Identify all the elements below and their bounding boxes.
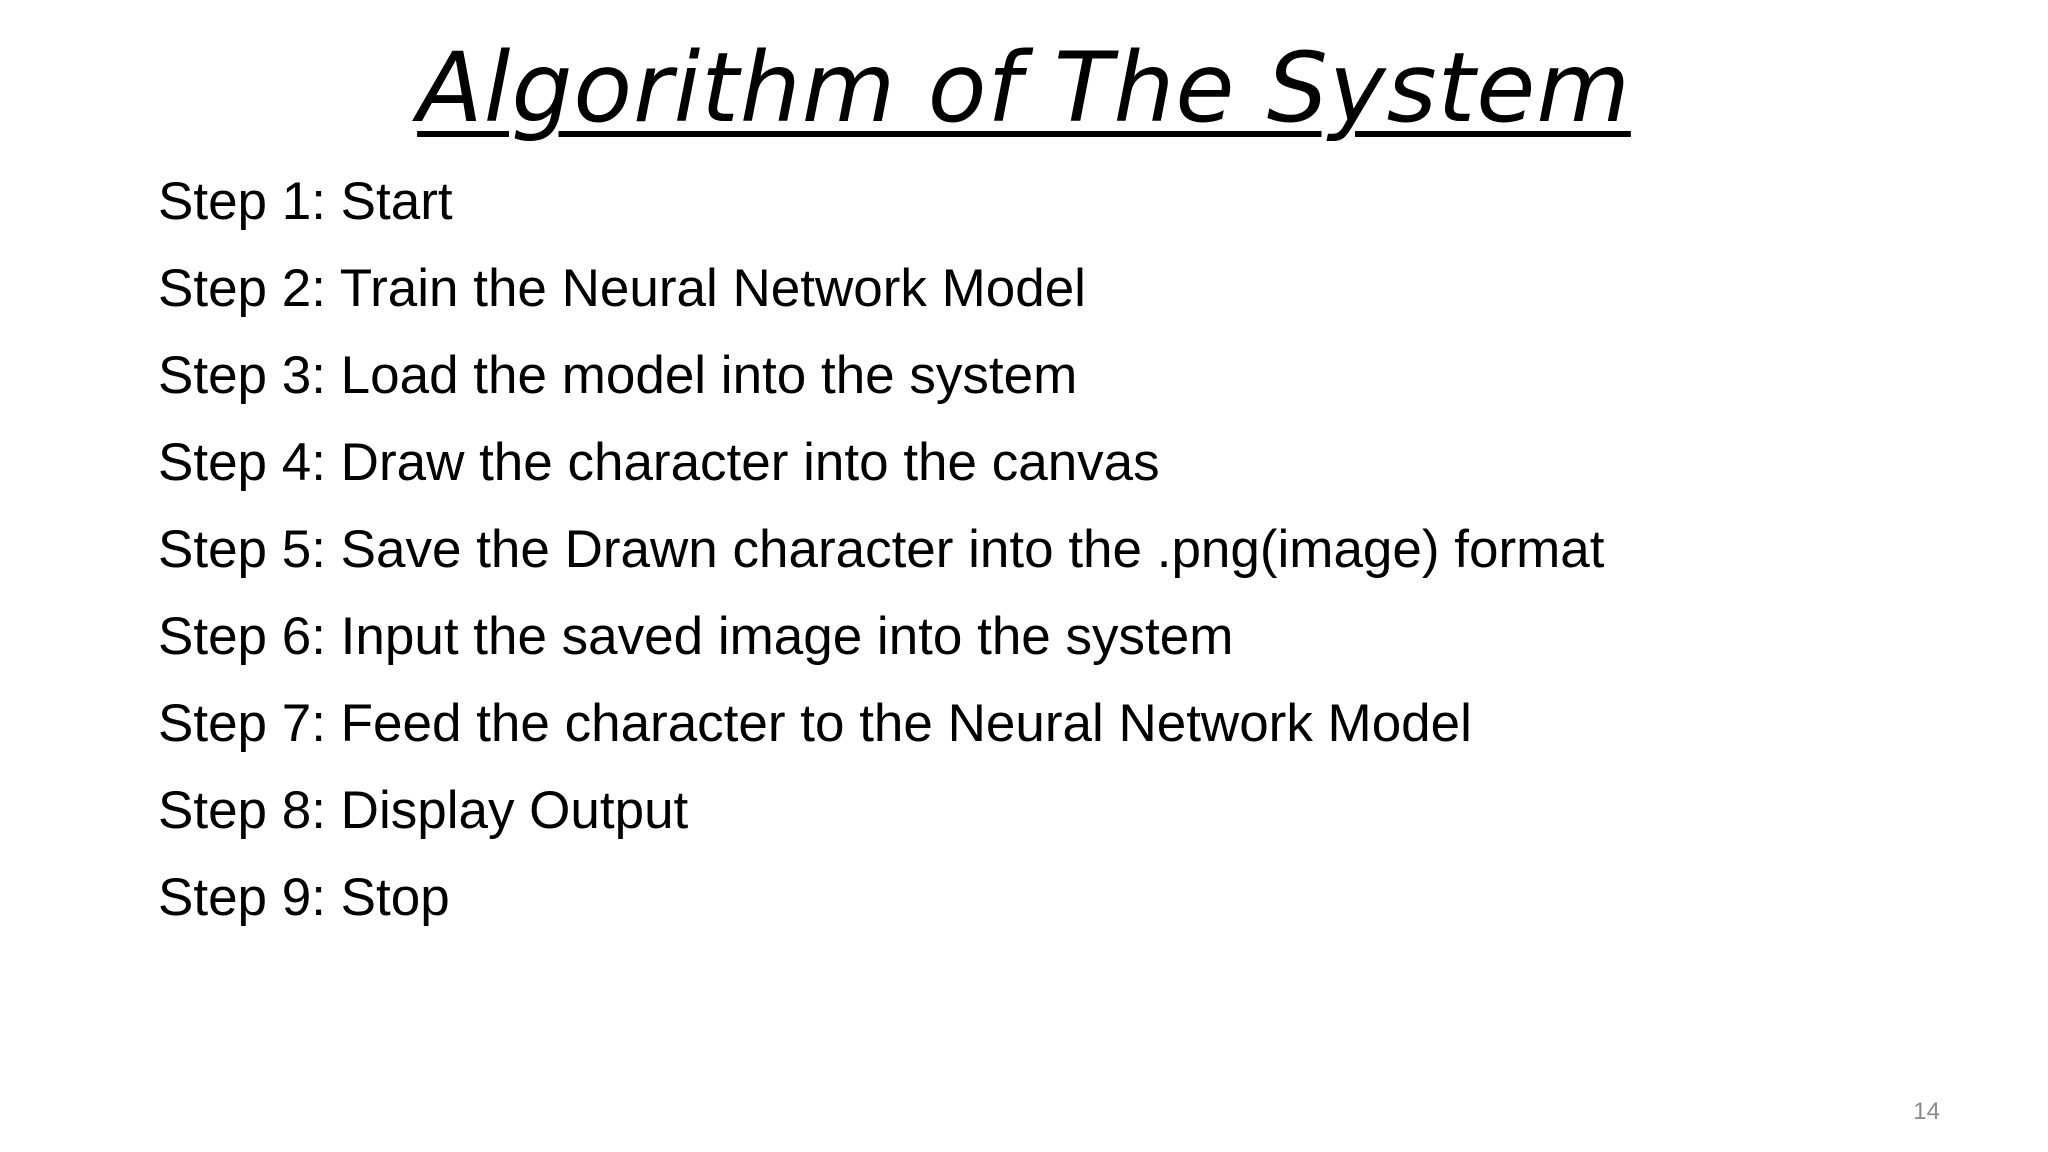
step-item-1: Step 1: Start xyxy=(158,172,453,231)
step-item-2: Step 2: Train the Neural Network Model xyxy=(158,259,1086,318)
step-item-4: Step 4: Draw the character into the canv… xyxy=(158,433,1160,492)
step-item-9: Step 9: Stop xyxy=(158,868,450,927)
page-number: 14 xyxy=(1913,1098,1940,1125)
slide-title-text: Algorithm of The System xyxy=(417,32,1631,144)
step-item-3: Step 3: Load the model into the system xyxy=(158,346,1078,405)
step-item-8: Step 8: Display Output xyxy=(158,781,689,840)
step-item-5: Step 5: Save the Drawn character into th… xyxy=(158,520,1605,579)
slide-title: Algorithm of The System xyxy=(0,28,2048,148)
steps-list: Step 1: Start Step 2: Train the Neural N… xyxy=(158,158,1604,941)
step-item-7: Step 7: Feed the character to the Neural… xyxy=(158,694,1472,753)
step-item-6: Step 6: Input the saved image into the s… xyxy=(158,607,1234,666)
